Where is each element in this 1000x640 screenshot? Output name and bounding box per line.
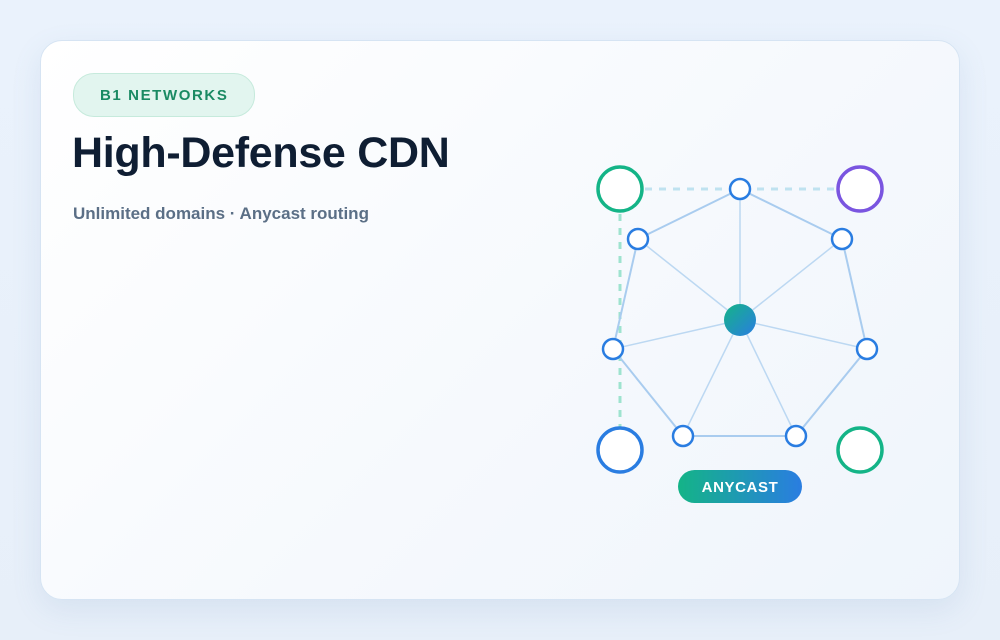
ring-edge [795,348,868,437]
hub-spokes [612,189,868,437]
corner-nodes [596,165,884,474]
node-upper-right [830,227,854,251]
spoke-lower-right [739,319,797,437]
node-lower-right [784,424,808,448]
ring-nodes [601,177,879,448]
anycast-label: ANYCAST [702,479,779,496]
spoke-upper-left [637,238,741,321]
ring-edge [739,188,843,240]
anycast-pill-background [678,470,802,503]
ring-edges [612,188,868,437]
anycast-pill: ANYCAST [678,470,802,503]
spoke-upper-right [739,238,843,321]
dashed-links [618,187,836,428]
node-lower-left [671,424,695,448]
corner-node-top-right [836,165,884,213]
brand-badge: B1 NETWORKS [73,73,256,117]
node-right [855,337,879,361]
corner-node-bottom-left [596,426,644,474]
ring-edge [637,188,741,240]
spoke-lower-left [682,319,741,437]
anycast-hub-node [724,304,756,336]
node-top [728,177,752,201]
corner-node-bottom-right [836,426,884,474]
page-subtitle: Unlimited domains · Anycast routing [73,204,369,223]
ring-edge [612,238,639,350]
product-card: B1 NETWORKS High-Defense CDN Unlimited d… [40,40,960,600]
ring-edge [612,348,684,437]
spoke-left [612,319,741,350]
page-title: High-Defense CDN [72,129,450,177]
node-left [601,337,625,361]
ring-edge [841,238,868,350]
node-upper-left [626,227,650,251]
spoke-right [739,319,868,350]
corner-node-top-left [596,165,644,213]
